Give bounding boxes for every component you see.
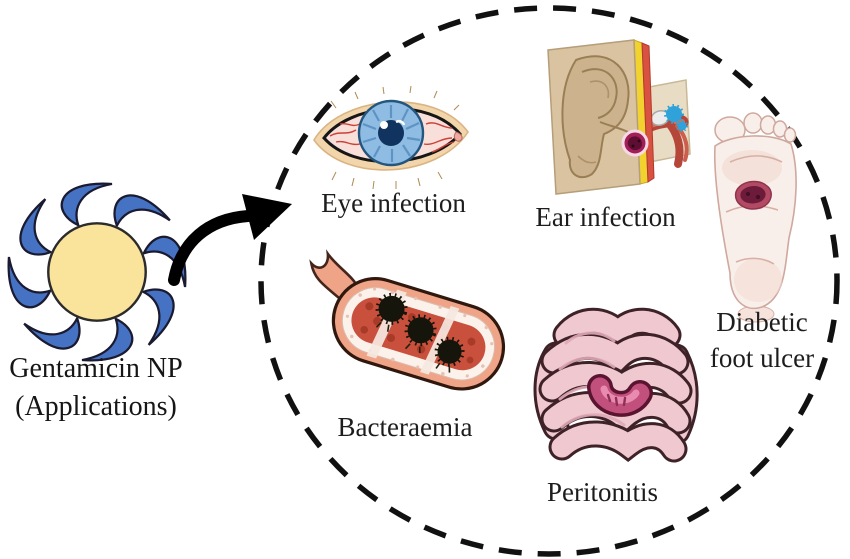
blood-bacteria	[375, 292, 465, 373]
bloodshot-veins	[329, 122, 455, 153]
diabetic-foot-ulcer-label-line1: Diabetic	[716, 307, 808, 337]
intestines-icon	[533, 307, 699, 463]
foot-sole-ulcer-icon	[713, 112, 797, 323]
iris-striations	[362, 105, 421, 162]
diabetic-foot-ulcer-label-line2: foot ulcer	[709, 343, 815, 374]
peritonitis-label: Peritonitis	[546, 477, 658, 507]
source-label-line1: Gentamicin NP	[9, 353, 183, 384]
inflamed-segment	[587, 374, 653, 417]
diabetic-foot-ulcer-label: Diabetic foot ulcer	[696, 304, 828, 377]
sun-core	[47, 222, 147, 322]
curved-arrow-icon	[168, 194, 292, 286]
sun-rays	[7, 182, 187, 362]
vessel-wall-speckles	[345, 287, 494, 378]
ear-cross-section-icon	[547, 39, 691, 195]
sun-nanoparticle-icon	[7, 182, 187, 362]
ear-bacteria	[664, 104, 684, 124]
eye-infection-label: Eye infection	[321, 188, 466, 218]
infected-eye-icon	[313, 85, 469, 190]
bacteraemia-label: Bacteraemia	[337, 412, 473, 442]
source-label: Gentamicin NP (Applications)	[0, 350, 192, 426]
blood-vessel-bacteria-icon	[309, 249, 506, 391]
tear-duct	[453, 131, 463, 142]
source-label-line2: (Applications)	[15, 390, 177, 422]
ear-infection-label: Ear infection	[535, 202, 676, 232]
